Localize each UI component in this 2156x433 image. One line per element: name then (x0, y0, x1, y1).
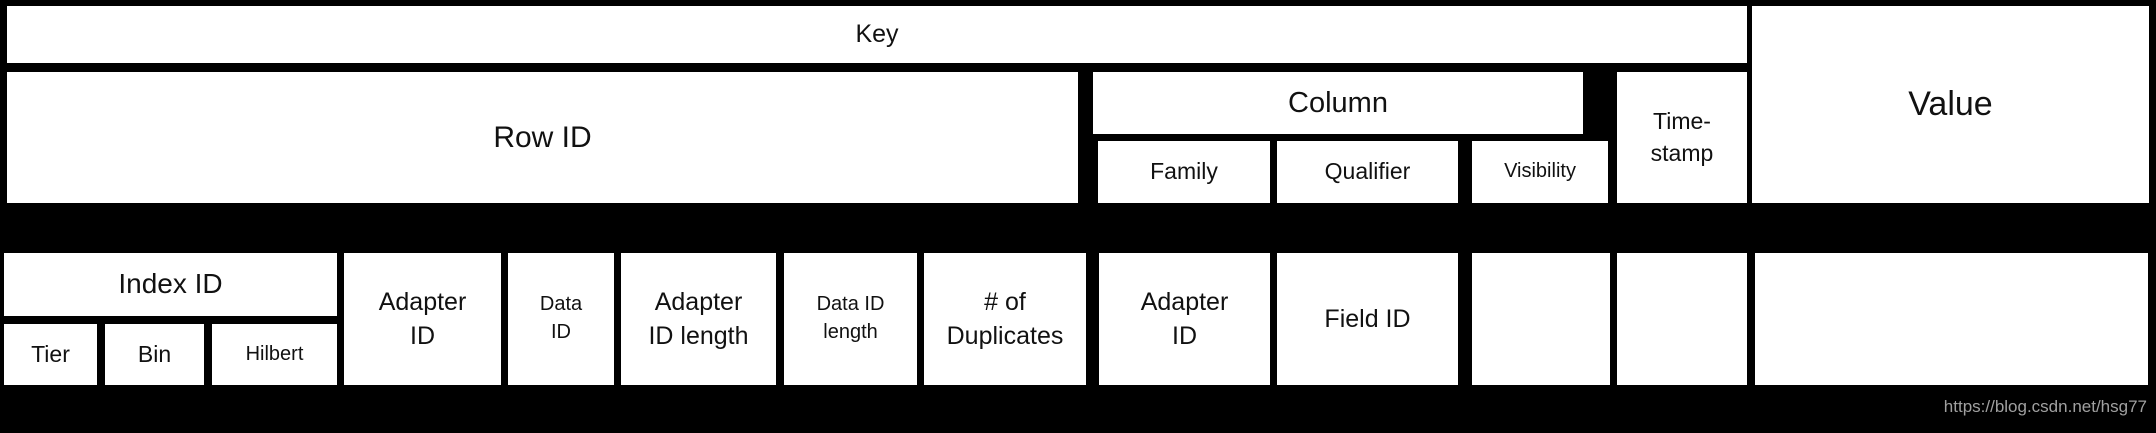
tier-cell: Tier (4, 324, 97, 385)
watermark-url: https://blog.csdn.net/hsg77 (1943, 397, 2147, 416)
visibility-cell: Visibility (1472, 141, 1608, 203)
hilbert-cell: Hilbert (212, 324, 337, 385)
family-cell: Family (1098, 141, 1270, 203)
adapter-id-cell: Adapter ID (344, 253, 501, 385)
key-cell: Key (7, 6, 1747, 63)
index-id-cell: Index ID (4, 253, 337, 316)
bin-cell: Bin (105, 324, 204, 385)
value-cell: Value (1752, 6, 2149, 203)
empty-value-cell (1755, 253, 2148, 385)
row-id-cell: Row ID (7, 72, 1078, 203)
empty-timestamp-cell (1617, 253, 1747, 385)
column-cell: Column (1093, 72, 1583, 134)
num-duplicates-cell: # of Duplicates (924, 253, 1086, 385)
column-adapter-id-cell: Adapter ID (1099, 253, 1270, 385)
adapter-id-length-cell: Adapter ID length (621, 253, 776, 385)
data-id-cell: Data ID (508, 253, 614, 385)
field-id-cell: Field ID (1277, 253, 1458, 385)
empty-visibility-cell (1472, 253, 1610, 385)
qualifier-cell: Qualifier (1277, 141, 1458, 203)
data-id-length-cell: Data ID length (784, 253, 917, 385)
timestamp-cell: Time- stamp (1617, 72, 1747, 203)
